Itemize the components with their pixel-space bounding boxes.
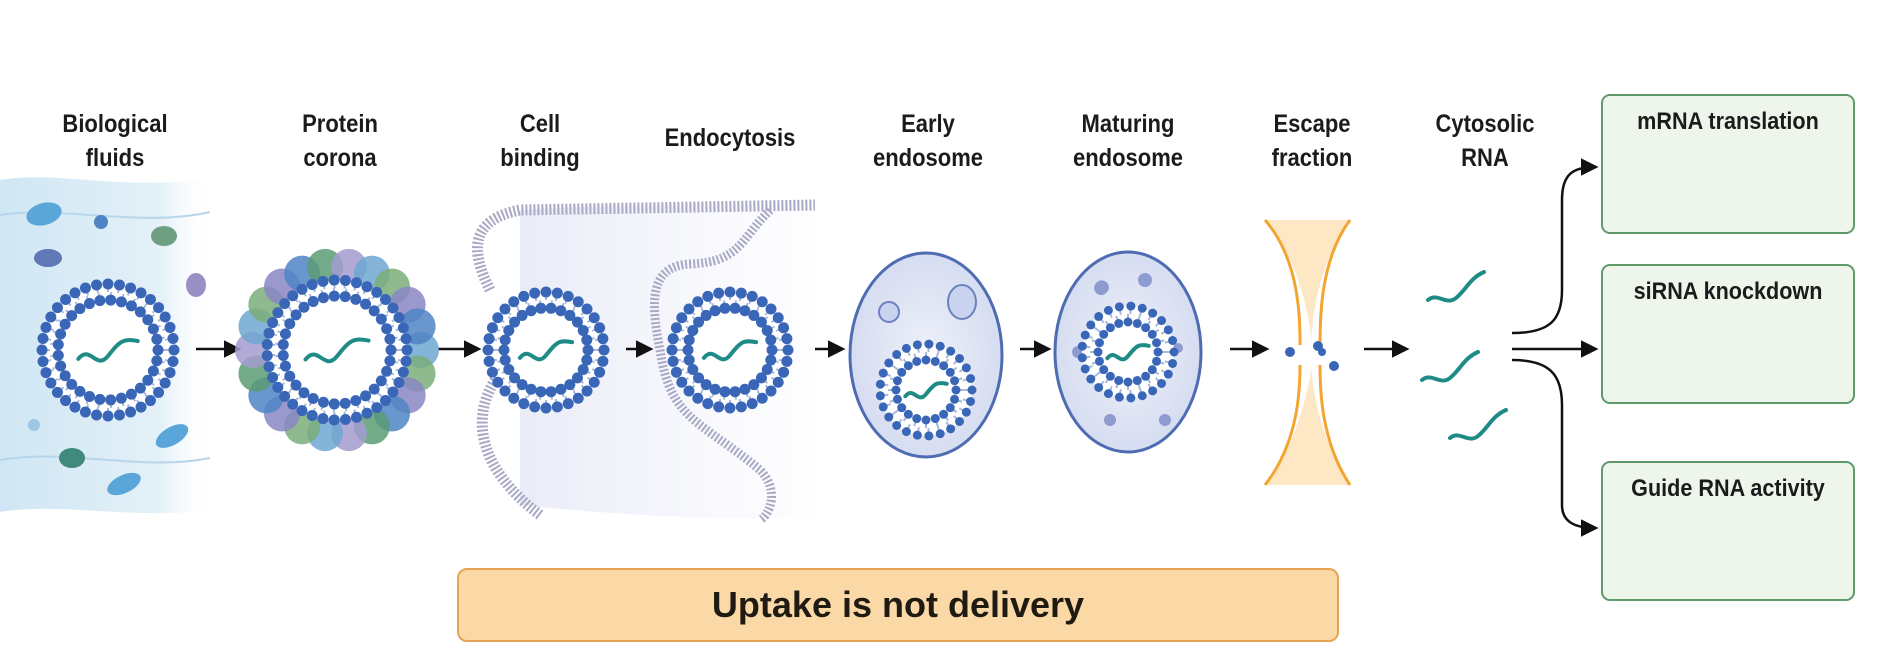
outcome-box-mrna-translation: mRNA translation: [1601, 94, 1855, 234]
lnp-protein-corona: [235, 248, 439, 452]
lnp-endocytosis: [666, 286, 794, 414]
cell-membrane-background: [472, 199, 816, 525]
stage-label-endocytosis: Endocytosis: [664, 124, 796, 152]
stage-label-escape-fraction: Escape fraction: [1271, 110, 1353, 172]
stage-label-cell-binding: Cell binding: [500, 110, 580, 172]
takeaway-banner-text: Uptake is not delivery: [711, 584, 1085, 625]
outcome-box-sirna-knockdown: siRNA knockdown: [1601, 264, 1855, 404]
escaped-particles: [1285, 341, 1339, 371]
flow-arrows: [196, 158, 1599, 537]
lnp-maturing-endosome: [1077, 301, 1179, 403]
branch-arrow-bottom: [1511, 358, 1599, 537]
lnp-biological-fluids: [36, 278, 180, 422]
lipid-nanoparticles: [36, 248, 1179, 452]
stage-label-maturing-endosome: Maturing endosome: [1072, 110, 1184, 172]
outcome-box-guide-rna-activity: Guide RNA activity: [1601, 461, 1855, 601]
outcome-title-sirna-knockdown: siRNA knockdown: [1633, 278, 1823, 305]
lnp-cell-binding: [482, 286, 610, 414]
stage-label-early-endosome: Early endosome: [872, 110, 984, 172]
branch-arrow-top: [1511, 158, 1599, 335]
outcome-title-mrna-translation: mRNA translation: [1637, 108, 1819, 135]
cytosolic-rna-strands: [1420, 270, 1508, 441]
stage-label-biological-fluids: Biological fluids: [62, 110, 168, 172]
takeaway-banner: Uptake is not delivery: [457, 568, 1339, 642]
lnp-early-endosome: [875, 339, 977, 441]
outcome-title-guide-rna-activity: Guide RNA activity: [1631, 475, 1825, 502]
stage-label-cytosolic-rna: Cytosolic RNA: [1435, 110, 1535, 172]
escape-pore: [1263, 219, 1352, 486]
stage-label-protein-corona: Protein corona: [302, 110, 378, 172]
